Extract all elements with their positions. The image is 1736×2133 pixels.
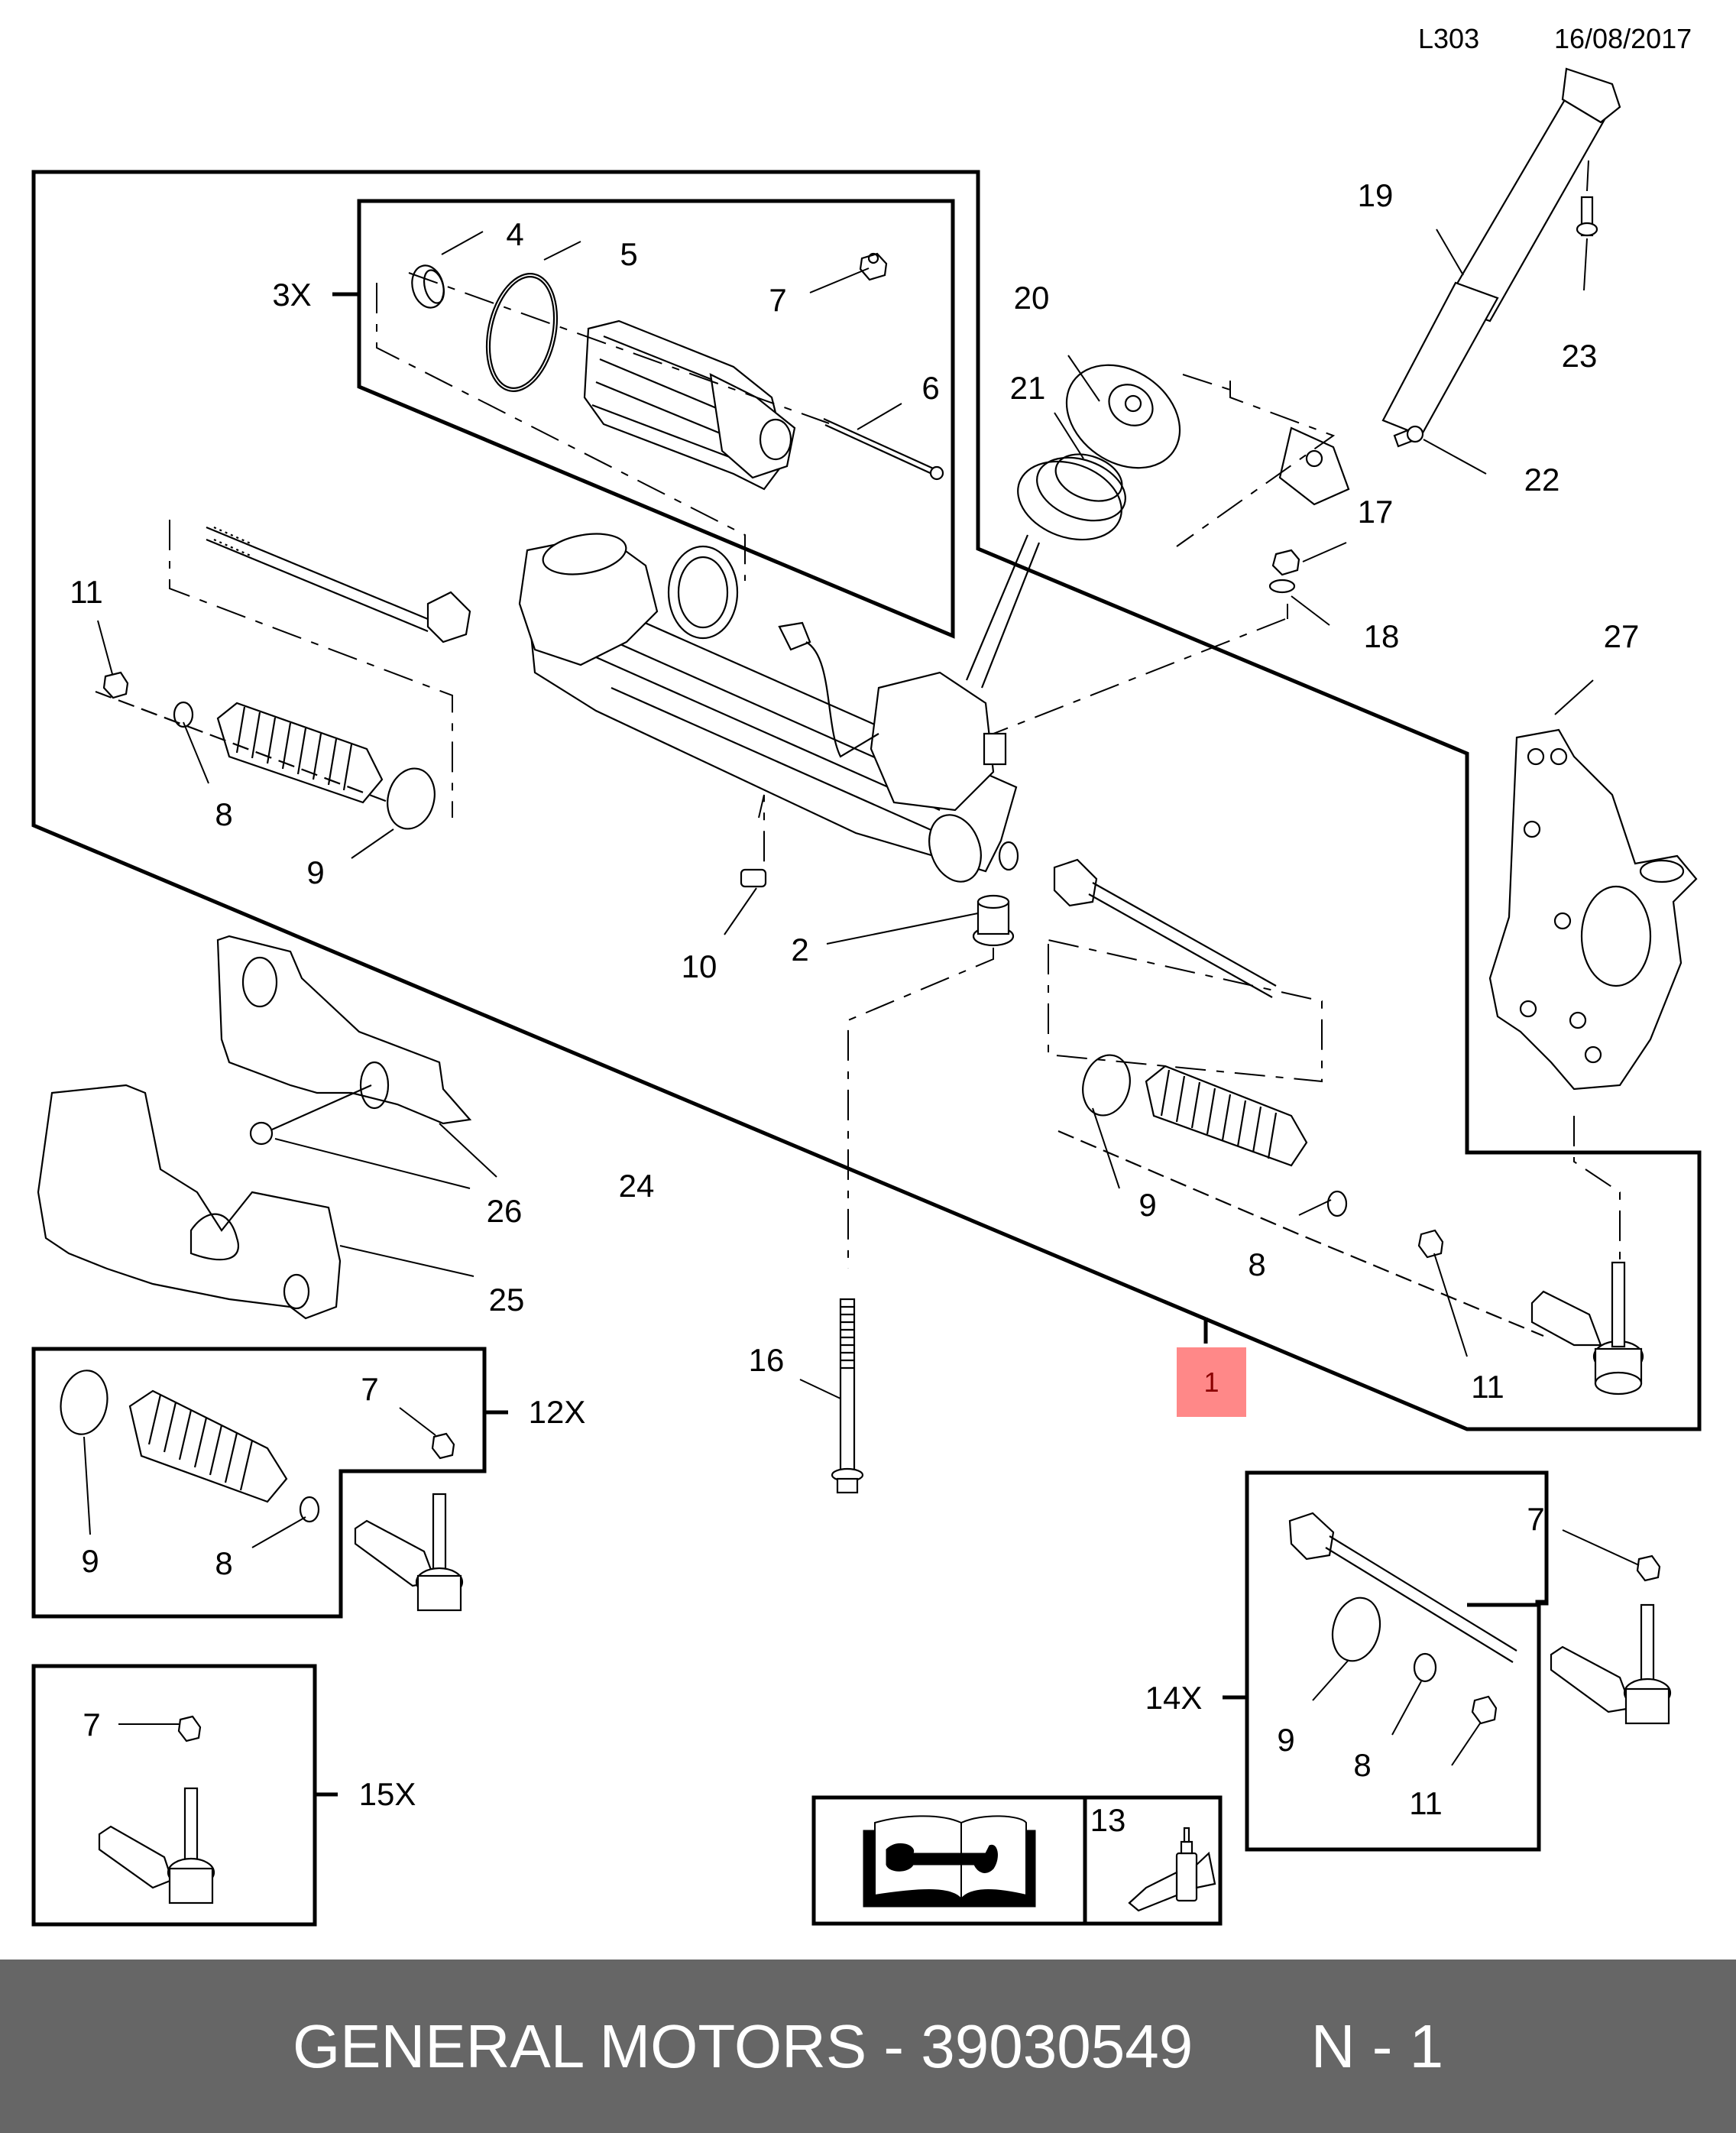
part-9-boot-left [216,702,436,830]
part-8-clamp-left [173,701,194,728]
knuckle-dash [1573,1116,1621,1261]
motor-kit-frame [357,199,955,639]
callout-18[interactable]: 18 [1363,618,1400,654]
callout-9-left[interactable]: 9 [306,854,325,890]
callout-13[interactable]: 13 [1090,1802,1126,1838]
main-assembly-frame [31,170,1702,1431]
callout-8-left[interactable]: 8 [215,796,233,832]
right-tierod-dash [1048,939,1323,1083]
callout-2[interactable]: 2 [791,932,809,968]
part-23-bolt [1576,196,1598,237]
part-8-clamp-right [1326,1190,1348,1217]
callout-23[interactable]: 23 [1561,338,1598,374]
left-boot-axis [95,690,390,804]
kit-qty-15x: 15X [358,1776,416,1812]
legend-adhesive-box [1083,1795,1223,1926]
callout-1: 1 [1203,1366,1219,1398]
callout-6[interactable]: 6 [921,370,940,406]
diagram-code: L303 [1418,23,1480,54]
callout-10[interactable]: 10 [681,948,717,984]
part-25-heat-shield [37,1084,342,1320]
callout-8-kit12[interactable]: 8 [215,1545,233,1581]
part-10-clip [740,868,767,888]
callout-26[interactable]: 26 [486,1193,523,1229]
bushing-dash [847,948,994,1269]
threadlocker-bottle-icon [1128,1827,1216,1912]
column-kit-dash [1176,381,1336,547]
part-22-bolt [1393,425,1424,448]
highlighted-part-1[interactable]: 1 [1177,1347,1246,1417]
callout-22[interactable]: 22 [1524,462,1560,498]
kit-qty-14x: 14X [1145,1680,1203,1716]
service-manual-wrench-icon [863,1815,1036,1908]
part-16-bolt [831,1298,864,1494]
exploded-parts-diagram [31,67,1702,1927]
callout-19[interactable]: 19 [1357,177,1394,213]
diagram-date: 16/08/2017 [1554,23,1692,54]
callout-7-kit15[interactable]: 7 [83,1707,101,1742]
callout-24[interactable]: 24 [618,1168,655,1204]
callout-25[interactable]: 25 [488,1282,525,1318]
part-2-bushing [972,894,1015,947]
kit-qty-12x: 12X [528,1394,586,1430]
callout-leaders [83,160,1640,1766]
part-7-nut-motor [859,252,888,281]
kit-12x-frame [31,1347,487,1619]
callout-27[interactable]: 27 [1603,618,1640,654]
callout-8-right[interactable]: 8 [1248,1246,1266,1282]
part-19-intermediate-shaft [1278,67,1621,506]
footer-bar: GENERAL MOTORS - 39030549 N - 1 [0,1960,1736,2133]
kit-14x-frame-top [1247,1470,1549,1606]
callout-5[interactable]: 5 [620,236,638,272]
part-27-steering-knuckle [1488,728,1698,1091]
footer-position: N - 1 [1310,2011,1444,2080]
callout-4[interactable]: 4 [506,216,524,252]
motor-axis-line [408,272,830,424]
part-24-heat-shield [216,935,472,1125]
callout-7-motor[interactable]: 7 [769,282,787,318]
callout-20[interactable]: 20 [1013,280,1050,316]
part-17-nut [1271,549,1300,576]
callout-9-kit12[interactable]: 9 [81,1543,99,1579]
kit-qty-3x: 3X [272,277,312,313]
callout-21[interactable]: 21 [1009,370,1046,406]
part-9-boot-right [1082,1054,1308,1167]
part-11-nut-right [1417,1229,1444,1259]
part-21-boot [1017,453,1126,541]
part-26-bolt [249,1084,372,1146]
callout-16[interactable]: 16 [748,1342,785,1378]
kit-15x-parts [98,1715,215,1904]
steering-rack-housing [518,533,1041,883]
callout-11-kit14[interactable]: 11 [1409,1785,1443,1821]
clip-dash [758,794,765,870]
part-6-bolt [823,417,944,481]
part-20-seal [1065,364,1181,469]
kit-12x-parts [60,1370,464,1612]
callout-11-left[interactable]: 11 [70,574,103,610]
kit-14x-parts [1288,1512,1672,1725]
motor-housing [583,319,796,491]
callout-8-kit14[interactable]: 8 [1353,1747,1372,1783]
callout-9-right[interactable]: 9 [1138,1187,1157,1223]
part-11-nut-left [102,671,129,699]
footer-brand: GENERAL MOTORS [292,2011,867,2080]
part-5-oring [485,273,559,392]
callout-9-kit14[interactable]: 9 [1277,1722,1295,1758]
part-4-bearing [411,264,445,309]
callout-7-kit12[interactable]: 7 [361,1371,379,1407]
footer-text: GENERAL MOTORS - 39030549 N - 1 [293,2011,1443,2082]
left-tierod-dash [169,520,453,818]
callout-11-right[interactable]: 11 [1471,1369,1504,1405]
footer-part-number: 39030549 [921,2011,1194,2080]
inner-tie-rod-right [1053,858,1277,998]
footer-separator: - [883,2011,905,2080]
callout-7-kit14[interactable]: 7 [1527,1501,1545,1537]
motor-kit-dash [376,283,746,581]
callout-17[interactable]: 17 [1357,494,1394,530]
outer-tie-rod-end-right [1530,1261,1644,1396]
inner-tie-rod-left [206,526,471,643]
right-boot-axis [1057,1130,1544,1337]
part-18-washer [1268,579,1296,594]
